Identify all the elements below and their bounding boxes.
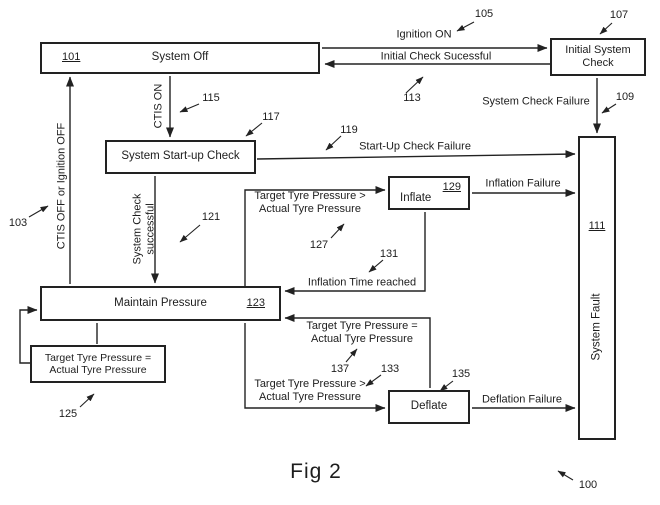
ref-pointer-105 [456,21,475,32]
ref-125: 125 [58,408,78,420]
arrow-pressure-equal-return [284,314,431,388]
ref-115: 115 [202,92,220,104]
ref-pointer-135 [439,380,454,392]
ref-105: 105 [474,8,494,20]
ref-pointer-113 [405,76,424,94]
arrow-deflate-condition [244,323,386,412]
ref-pointer-115 [179,103,200,113]
state-label-system-startup-check: System Start-up Check [121,150,240,163]
transition-label-ignition-on: Ignition ON [396,28,452,41]
transition-label-startup-check-failure: Start-Up Check Failure [359,140,471,153]
state-box-inflate: 129 Inflate [388,176,470,210]
condition-line-1: Target Tyre Pressure > [254,190,366,203]
condition-line-1: Target Tyre Pressure = [44,351,152,364]
ref-pointer-107 [599,22,613,35]
ref-pointer-103 [28,205,49,218]
ref-pointer-133 [365,374,382,387]
condition-line-2: successful [144,203,156,255]
transition-label-inflation-time-reached: Inflation Time reached [307,276,417,289]
ref-127: 127 [309,239,329,251]
ref-pointer-109 [601,103,617,114]
ref-131: 131 [379,248,399,260]
transition-label-deflation-failure: Deflation Failure [481,393,563,406]
condition-line-2: Actual Tyre Pressure [311,333,413,345]
ref-123: 123 [246,297,265,309]
condition-line-1: System Check [131,193,144,265]
condition-line-2: Actual Tyre Pressure [259,203,361,215]
condition-line-1: Target Tyre Pressure = [306,320,418,333]
transition-label-pressure-equal-return: Target Tyre Pressure = Actual Tyre Press… [306,320,417,346]
ref-pointer-125 [79,393,95,408]
ref-111: 111 [588,220,606,232]
ref-133: 133 [380,363,400,375]
ref-109: 109 [615,91,635,103]
transition-label-inflation-failure: Inflation Failure [485,177,561,190]
transition-label-deflate-condition: Target Tyre Pressure > Actual Tyre Press… [254,378,365,404]
ref-101: 101 [62,51,81,63]
ref-pointer-121 [179,224,201,243]
state-label-deflate: Deflate [410,400,448,413]
state-label-system-off: System Off [151,51,209,64]
state-box-initial-system-check: Initial System Check [550,38,646,76]
condition-line-1: Target Tyre Pressure > [254,378,366,391]
ref-107: 107 [609,9,629,21]
arrow-inflation-time-reached [284,212,426,295]
transition-label-initial-check-successful: Initial Check Sucessful [380,50,492,63]
state-label-inflate: Inflate [400,192,432,204]
arrow-startup-check-failure [256,150,576,160]
state-box-system-fault: 111 System Fault [578,136,616,440]
condition-box-pressure-equal-loop: Target Tyre Pressure = Actual Tyre Press… [30,345,166,383]
state-label-maintain-pressure: Maintain Pressure [114,296,207,309]
arrow-loop-return [19,306,38,364]
ref-pointer-119 [325,135,342,151]
state-box-system-startup-check: System Start-up Check [105,140,256,174]
ref-pointer-100 [557,470,574,481]
ref-119: 119 [340,124,358,136]
ref-pointer-137 [345,348,358,363]
transition-label-inflate-condition: Target Tyre Pressure > Actual Tyre Press… [254,190,365,216]
state-box-system-off: 101 System Off [40,42,320,74]
ref-103: 103 [8,217,28,229]
transition-label-ctis-off-or-ignition-off: CTIS OFF or Ignition OFF [55,122,68,250]
condition-line-2: Actual Tyre Pressure [259,391,361,403]
condition-line-2: Actual Tyre Pressure [49,364,147,376]
ref-100: 100 [578,479,598,491]
ref-129: 129 [442,181,461,193]
ref-pointer-131 [368,259,384,273]
state-box-deflate: Deflate [388,390,470,424]
ref-121: 121 [201,211,221,223]
state-label-system-fault: System Fault [590,293,603,361]
transition-label-system-check-successful: System Check successful [131,194,156,265]
arrow-inflate-condition [244,186,386,286]
transition-label-ctis-on: CTIS ON [152,83,165,129]
ref-135: 135 [451,368,471,380]
ref-pointer-117 [245,122,263,137]
ref-pointer-127 [330,223,345,239]
state-box-maintain-pressure: Maintain Pressure 123 [40,286,281,321]
transition-label-system-check-failure: System Check Failure [482,95,590,108]
ref-117: 117 [262,111,280,123]
figure-caption: Fig 2 [290,460,342,483]
state-label-initial-system-check: Initial System Check [565,44,631,69]
ref-113: 113 [403,92,421,104]
ref-137: 137 [330,363,350,375]
